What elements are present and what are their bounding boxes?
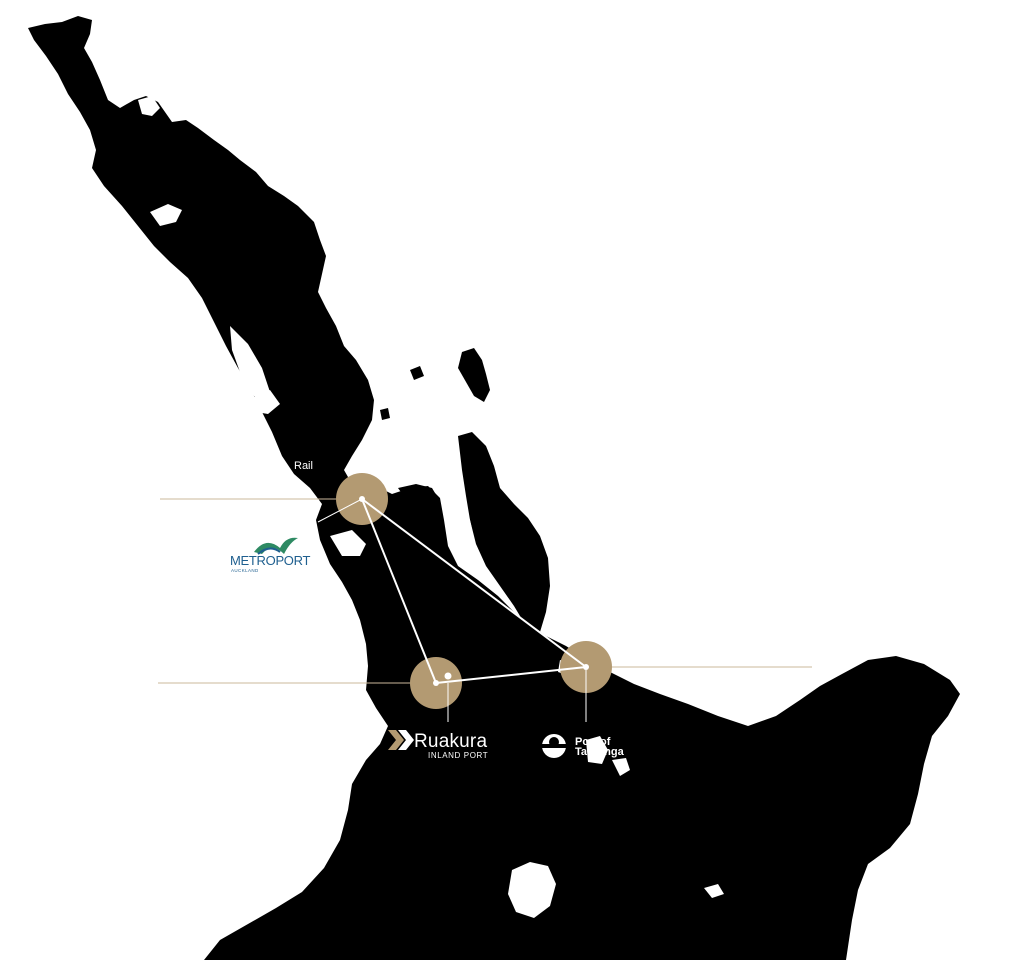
ruakura-label[interactable]: Ruakura (414, 731, 488, 752)
metroport-sublabel: AUCKLAND (231, 568, 259, 573)
inlet-hauraki (252, 390, 280, 414)
landmass-waiheke (398, 484, 438, 504)
harbour-kaipara (230, 326, 270, 404)
rail-label: Rail (294, 460, 313, 472)
tauranga-label-line1[interactable]: Port of (575, 736, 611, 748)
metroport-label[interactable]: METROPORT (230, 553, 311, 568)
node-metroport (359, 496, 365, 502)
connector-metroport (317, 498, 363, 523)
lake-rotorua (586, 736, 608, 764)
node-ruakura-secondary (444, 672, 452, 680)
landmass-north-island (28, 16, 960, 960)
tauranga-label-line2[interactable]: Tauranga (575, 746, 624, 758)
port-of-tauranga-logo-mark (541, 734, 567, 758)
node-ruakura (433, 680, 439, 686)
bay-firth-of-thames (448, 496, 476, 568)
metroport-logo-mark (254, 537, 298, 555)
inlet-aotea (348, 742, 366, 758)
landmass-coromandel (458, 432, 550, 632)
inlet-whangarei (150, 204, 182, 226)
inlet-kawhia (360, 716, 384, 738)
lake-rotoiti (612, 758, 630, 776)
landmass-great-barrier (458, 348, 490, 402)
ruakura-sublabel: INLAND PORT (428, 751, 489, 760)
inlet-bay-of-islands (138, 96, 160, 116)
harbour-manukau (330, 530, 366, 556)
lake-small (704, 884, 724, 898)
lake-taupo (508, 862, 556, 918)
route-auckland-ruakura (361, 498, 437, 684)
landmass-small-island-1 (410, 366, 424, 380)
landmass-small-island-2 (380, 408, 390, 420)
route-auckland-tauranga (361, 498, 587, 668)
route-ruakura-tauranga (435, 666, 587, 684)
node-tauranga (583, 664, 589, 670)
ruakura-chevron-logo (388, 730, 414, 750)
